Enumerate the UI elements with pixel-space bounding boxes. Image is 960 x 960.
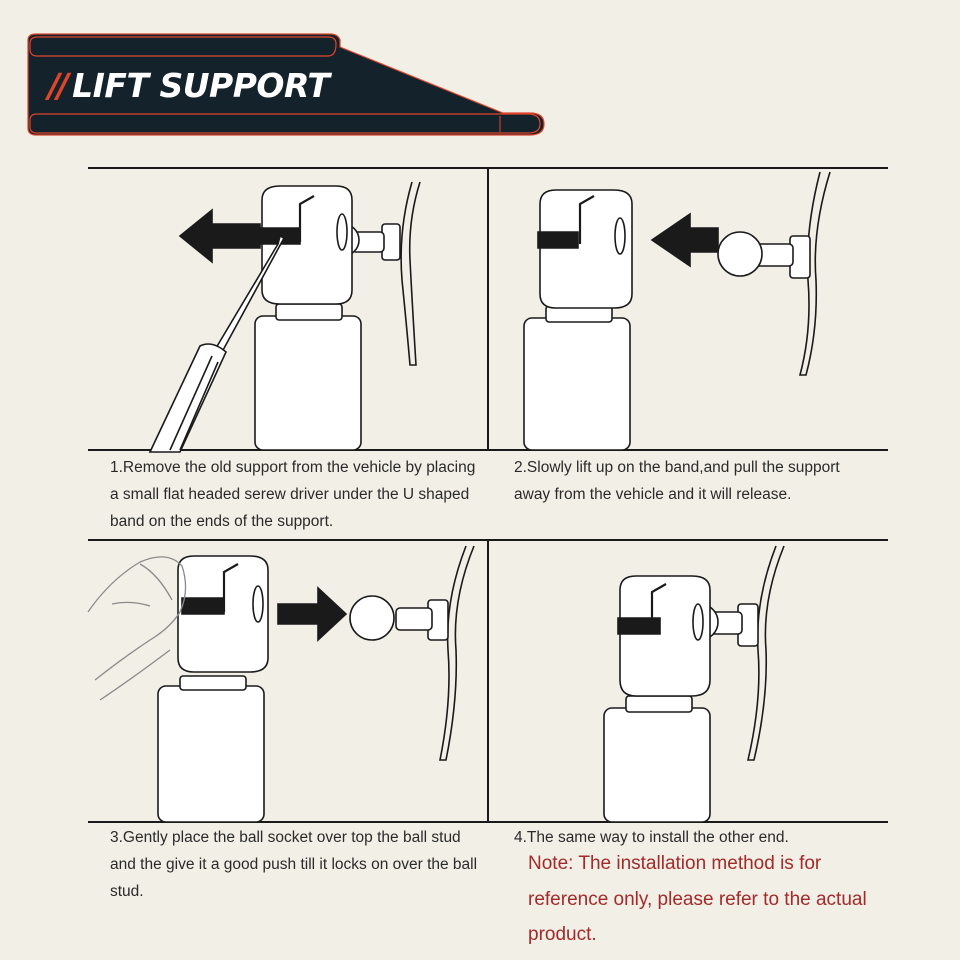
arrow-right-icon xyxy=(277,586,348,642)
step-4-caption: 4.The same way to install the other end. xyxy=(514,829,789,846)
step-2-caption: 2.Slowly lift up on the band,and pull th… xyxy=(514,459,840,503)
panel-2-illustration xyxy=(523,171,831,451)
step-1-caption: 1.Remove the old support from the vehicl… xyxy=(110,459,476,530)
strut-body xyxy=(254,315,362,451)
arrow-left-icon xyxy=(650,212,719,268)
arrow-left-icon xyxy=(178,208,261,264)
panel-4-illustration xyxy=(603,545,785,823)
step-3-caption: 3.Gently place the ball socket over top … xyxy=(110,829,478,900)
banner-title-text: LIFT SUPPORT xyxy=(72,66,330,105)
socket-cap xyxy=(261,185,353,305)
note-text: Note: The installation method is for ref… xyxy=(528,853,867,945)
screwdriver-icon xyxy=(148,234,286,453)
ball-stud-icon xyxy=(717,231,763,277)
banner-slashes: // xyxy=(48,66,69,105)
panel-1-illustration xyxy=(148,181,421,453)
banner-title: //LIFT SUPPORT xyxy=(48,64,330,108)
banner xyxy=(27,33,545,136)
finger-icon xyxy=(87,556,187,701)
panel-3-illustration xyxy=(87,545,475,823)
